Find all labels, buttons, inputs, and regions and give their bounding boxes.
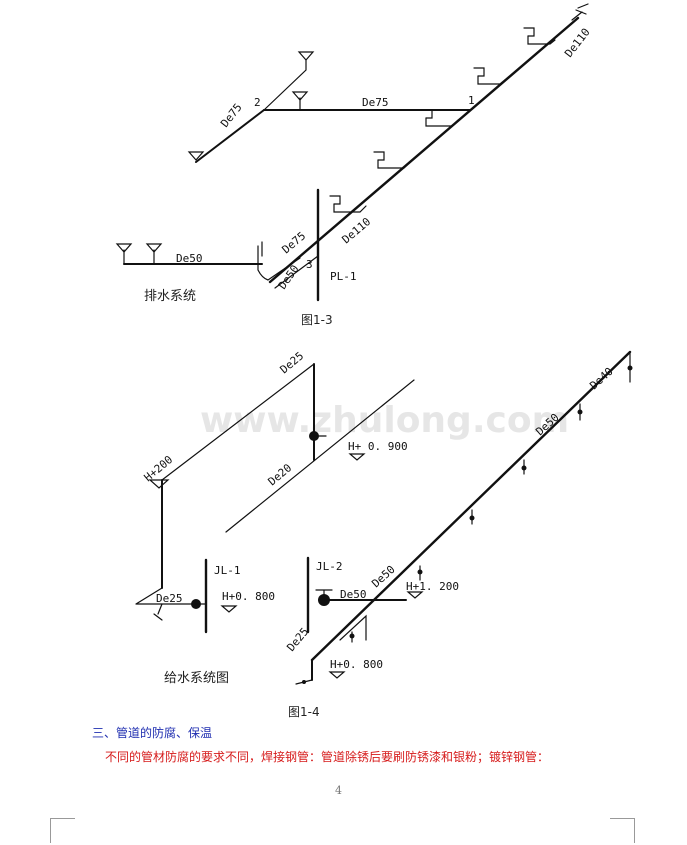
drain-riser-short	[123, 249, 155, 265]
label-jl2: JL-2	[316, 560, 343, 573]
supply-horizontal-jl1	[135, 587, 197, 605]
label-de75-mid: De75	[362, 96, 389, 109]
valve-icon	[318, 594, 330, 606]
branch-valve-icon	[349, 631, 355, 643]
system-title-supply: 给水系统图	[164, 671, 229, 686]
label-h0900: H+ 0. 900	[348, 440, 408, 453]
label-de50-left: De50	[176, 252, 203, 265]
trap-icon	[523, 27, 556, 45]
branch-valve-icon	[627, 365, 633, 371]
figure-1-3: De110 De75 2 De75 1 De110 De75 De50 De50…	[115, 3, 593, 327]
system-title-drainage: 排水系统	[144, 289, 196, 304]
label-de110-low: De110	[340, 215, 374, 246]
trap-icon	[473, 67, 506, 85]
label-node-1: 1	[468, 94, 475, 107]
crop-mark-left	[50, 818, 75, 843]
label-pl1: PL-1	[330, 270, 357, 283]
figure-1-4: www.zhulong.com	[135, 349, 633, 719]
trap-icon	[329, 195, 367, 213]
tap-dot	[302, 680, 306, 684]
branch-valve-icon	[417, 565, 423, 581]
drain-main-diagonal	[268, 16, 580, 284]
watermark: www.zhulong.com	[200, 400, 569, 441]
floor-drain-icon	[145, 243, 163, 253]
figure-caption-1-3: 图1-3	[301, 313, 333, 327]
elevation-mark-icon	[220, 605, 238, 613]
label-node-3: 3	[306, 258, 313, 271]
label-h0800-jl1: H+0. 800	[222, 590, 275, 603]
label-node-2: 2	[254, 96, 261, 109]
label-jl1: JL-1	[214, 564, 241, 577]
valve-handle	[315, 589, 333, 595]
supply-diag-parallel	[225, 379, 415, 533]
label-de110-top: De110	[562, 26, 593, 60]
floor-drain-icon	[115, 243, 133, 253]
label-de50-h: De50	[340, 588, 367, 601]
floor-drain-icon	[297, 51, 315, 61]
label-h0800-low: H+0. 800	[330, 658, 383, 671]
floor-drain-icon	[291, 91, 309, 101]
vent-cap	[571, 3, 589, 21]
label-de20: De20	[266, 461, 295, 488]
branch-valve-icon	[469, 509, 475, 525]
label-h1200: H+1. 200	[406, 580, 459, 593]
supply-h200-mark	[148, 479, 170, 489]
drain-riser-top	[263, 59, 307, 111]
branch-valve-icon	[521, 459, 527, 475]
supply-branch-slope	[339, 614, 367, 641]
label-de25-jl1: De25	[156, 592, 183, 605]
supply-main-diagonal	[310, 350, 632, 662]
elevation-mark-icon	[348, 453, 366, 461]
label-de25-top: De25	[278, 349, 307, 376]
elevation-mark-icon	[406, 591, 424, 599]
drain-s-bend	[257, 245, 301, 281]
label-de50-jl2-diag: De50	[369, 563, 397, 590]
label-de50-low: De50	[276, 263, 302, 292]
trap-icon	[421, 109, 459, 127]
section-heading: 三、管道的防腐、保温	[92, 726, 213, 740]
section-body-text: 不同的管材防腐的要求不同，焊接钢管：管道除锈后要刷防锈漆和银粉；镀锌钢管：	[105, 750, 550, 764]
supply-diag-top	[161, 363, 315, 481]
tap-icon	[153, 603, 163, 621]
branch-valve-icon	[577, 403, 583, 421]
elevation-mark-icon	[328, 671, 346, 679]
crop-mark-right	[610, 818, 635, 843]
page-number: 4	[335, 784, 342, 797]
label-de75-left: De75	[218, 101, 245, 130]
figure-caption-1-4: 图1-4	[288, 705, 320, 719]
trap-icon	[373, 151, 411, 169]
drain-branch-left-diag	[195, 109, 265, 163]
drain-de50-low	[274, 255, 319, 289]
floor-drain-icon	[187, 151, 205, 161]
